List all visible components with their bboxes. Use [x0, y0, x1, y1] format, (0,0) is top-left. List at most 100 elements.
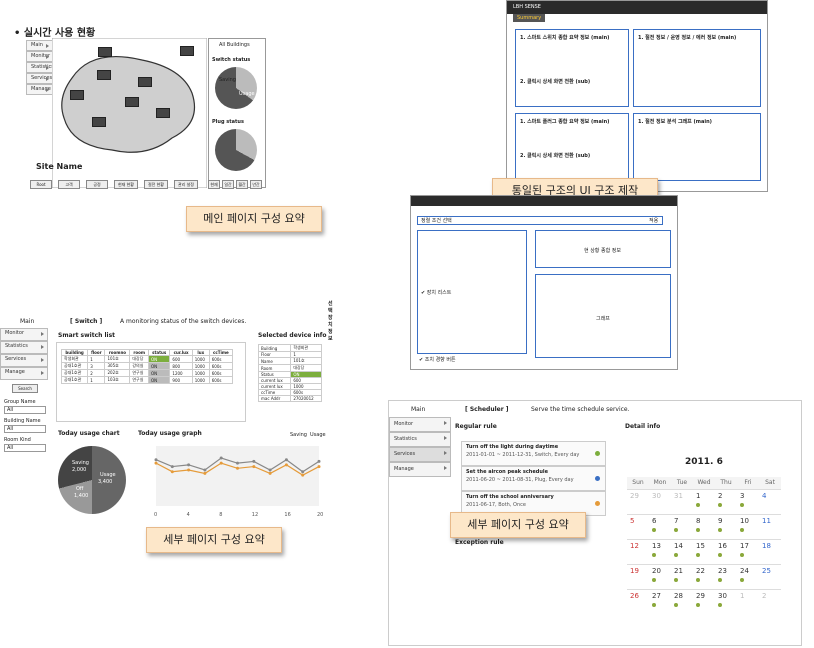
calendar-day[interactable]: 14 [671, 538, 693, 564]
calendar-day[interactable]: 15 [693, 538, 715, 564]
data-point[interactable] [154, 461, 158, 465]
calendar-day[interactable]: 20 [649, 563, 671, 589]
sidebar-item-manage[interactable]: Manage [0, 367, 48, 380]
sidebar-item-main[interactable]: Main [26, 40, 53, 51]
data-point[interactable] [203, 471, 207, 475]
sidebar-item-statistics[interactable]: Statistics [389, 432, 451, 447]
calendar-day[interactable]: 25 [759, 563, 781, 589]
footer-button[interactable]: 절전 현황 [144, 180, 168, 189]
data-point[interactable] [236, 461, 239, 465]
rule-item[interactable]: Turn off the light during daytime 2011-0… [461, 441, 606, 466]
sidebar-item-manage[interactable]: Manage [26, 84, 53, 95]
calendar-day[interactable]: 1 [693, 488, 715, 514]
search-button[interactable]: Search [12, 384, 38, 393]
calendar-day[interactable]: 29 [627, 488, 649, 514]
building-marker[interactable] [97, 70, 111, 80]
data-point[interactable] [236, 466, 239, 470]
data-point[interactable] [268, 468, 272, 472]
calendar-day[interactable]: 27 [649, 588, 671, 614]
sidebar-item-monitor[interactable]: Monitor [389, 417, 451, 432]
period-button[interactable]: 월간 [236, 180, 248, 189]
calendar-day[interactable]: 21 [671, 563, 693, 589]
calendar-day[interactable]: 24 [737, 563, 759, 589]
data-point[interactable] [317, 459, 321, 463]
calendar-day[interactable]: 10 [737, 513, 759, 539]
calendar-day[interactable]: 22 [693, 563, 715, 589]
footer-button[interactable]: 관리 설정 [174, 180, 198, 189]
sidebar-item-monitor[interactable]: Monitor [26, 51, 53, 62]
building-marker[interactable] [180, 46, 194, 56]
sidebar-item-monitor[interactable]: Monitor [0, 328, 48, 341]
data-point[interactable] [268, 471, 272, 475]
data-point[interactable] [284, 458, 288, 462]
calendar-day[interactable]: 3 [737, 488, 759, 514]
data-point[interactable] [301, 470, 305, 474]
calendar-day[interactable]: 19 [627, 563, 649, 589]
calendar-day[interactable]: 11 [759, 513, 781, 539]
calendar-day[interactable]: 2 [759, 588, 781, 614]
data-point[interactable] [317, 465, 321, 469]
calendar-day[interactable]: 30 [715, 588, 737, 614]
calendar-day[interactable]: 28 [671, 588, 693, 614]
summary-tab[interactable]: Summary [513, 14, 546, 22]
footer-button[interactable]: 고객 [58, 180, 80, 189]
data-point[interactable] [301, 473, 305, 477]
sidebar-item-services[interactable]: Services [26, 73, 53, 84]
sidebar-item-manage[interactable]: Manage [389, 462, 451, 477]
apply-button[interactable]: 적용 [649, 218, 659, 224]
calendar-day[interactable]: 29 [693, 588, 715, 614]
calendar-day[interactable]: 30 [649, 488, 671, 514]
period-button[interactable]: 일간 [222, 180, 234, 189]
calendar-day[interactable]: 6 [649, 513, 671, 539]
data-point[interactable] [219, 456, 223, 460]
filter-select[interactable]: All [4, 444, 46, 452]
calendar-day[interactable]: 8 [693, 513, 715, 539]
main-link[interactable]: Main [20, 318, 35, 325]
data-point[interactable] [284, 463, 288, 467]
calendar-day[interactable]: 4 [759, 488, 781, 514]
calendar-day[interactable]: 13 [649, 538, 671, 564]
building-marker[interactable] [156, 108, 170, 118]
calendar-day[interactable]: 1 [737, 588, 759, 614]
footer-button[interactable]: 공정 [86, 180, 108, 189]
data-point[interactable] [252, 459, 256, 463]
rule-item[interactable]: Set the aircon peak schedule 2011-06-20 … [461, 466, 606, 491]
calendar-day[interactable]: 18 [759, 538, 781, 564]
data-point[interactable] [252, 465, 256, 469]
calendar-day[interactable]: 7 [671, 513, 693, 539]
calendar-day[interactable]: 26 [627, 588, 649, 614]
footer-button[interactable]: 현재 현황 [114, 180, 138, 189]
period-button[interactable]: 현재 [208, 180, 220, 189]
calendar-day[interactable]: 31 [671, 488, 693, 514]
calendar-day[interactable]: 12 [627, 538, 649, 564]
main-link[interactable]: Main [411, 406, 426, 413]
building-marker[interactable] [98, 47, 112, 57]
sort-select[interactable]: 정렬 조건 선택 [417, 216, 663, 225]
filter-select[interactable]: All [4, 425, 46, 433]
building-marker[interactable] [92, 117, 106, 127]
sidebar-item-services[interactable]: Services [389, 447, 451, 462]
sidebar-item-services[interactable]: Services [0, 354, 48, 367]
data-point[interactable] [203, 468, 207, 472]
calendar-day[interactable]: 5 [627, 513, 649, 539]
data-point[interactable] [170, 470, 174, 474]
data-point[interactable] [187, 468, 191, 472]
footer-button[interactable]: Root [30, 180, 52, 189]
filter-select[interactable]: All [4, 406, 46, 414]
col-header[interactable]: building [60, 349, 89, 356]
calendar-day[interactable]: 2 [715, 488, 737, 514]
data-point[interactable] [154, 458, 158, 462]
building-marker[interactable] [125, 97, 139, 107]
calendar-day[interactable]: 16 [715, 538, 737, 564]
period-button[interactable]: 년간 [250, 180, 262, 189]
building-marker[interactable] [138, 77, 152, 87]
building-marker[interactable] [70, 90, 84, 100]
calendar-day[interactable]: 17 [737, 538, 759, 564]
data-point[interactable] [187, 463, 191, 467]
data-point[interactable] [219, 461, 223, 465]
calendar-day[interactable]: 23 [715, 563, 737, 589]
sidebar-item-statistics[interactable]: Statistics [0, 341, 48, 354]
